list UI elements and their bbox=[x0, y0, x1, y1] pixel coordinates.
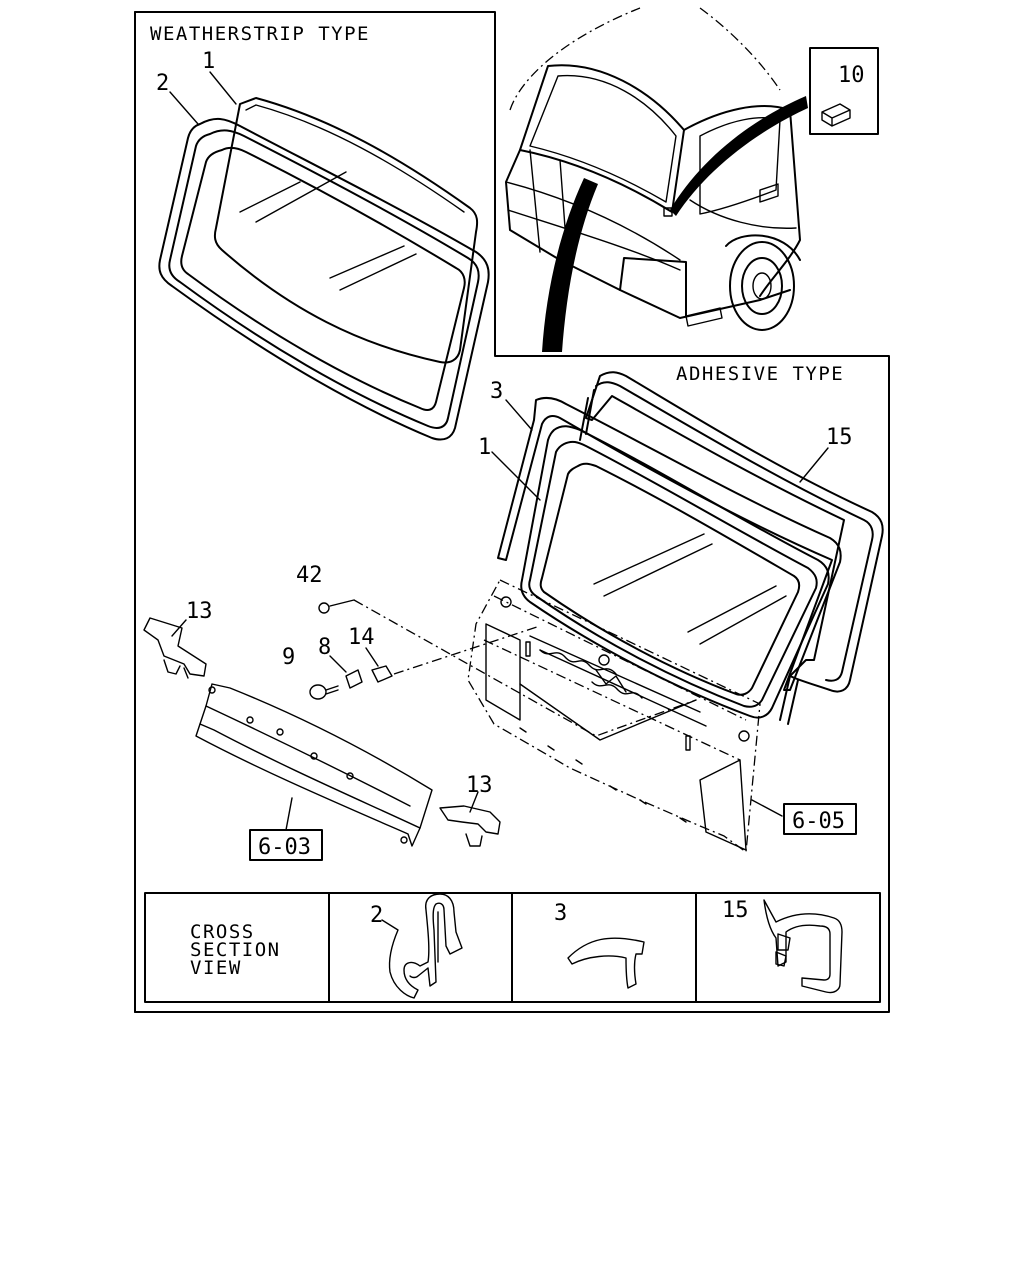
callout-9: 9 bbox=[282, 645, 295, 670]
screw-9 bbox=[309, 684, 339, 700]
ref-6-03-leader bbox=[285, 797, 293, 831]
part-10-box bbox=[809, 47, 879, 135]
truck-cab-illustration bbox=[505, 7, 808, 352]
callout-15-molding: 15 bbox=[826, 425, 853, 450]
adhesive-glass-1 bbox=[520, 425, 830, 719]
callout-3-dam: 3 bbox=[490, 379, 503, 404]
callout-14: 14 bbox=[348, 625, 375, 650]
callout-13-right: 13 bbox=[466, 773, 493, 798]
part-10-reference-pointer bbox=[670, 96, 808, 216]
callout-2-weatherstrip: 2 bbox=[156, 71, 169, 96]
cross-section-profile-15 bbox=[763, 899, 843, 994]
callout-1-adhesive-glass: 1 bbox=[478, 435, 491, 460]
cross-section-label-15: 15 bbox=[722, 898, 749, 923]
callout-8: 8 bbox=[318, 635, 331, 660]
clip-14 bbox=[365, 625, 541, 683]
callout-13-left: 13 bbox=[186, 599, 213, 624]
ref-6-05-box bbox=[783, 803, 857, 835]
callout-10: 10 bbox=[838, 63, 865, 88]
cross-section-profile-3 bbox=[567, 937, 645, 989]
cross-section-title-line2: SECTION bbox=[190, 939, 281, 961]
weatherstrip-glass bbox=[213, 97, 479, 364]
outer-frame bbox=[134, 11, 890, 1013]
bracket-13-left bbox=[143, 617, 207, 679]
adhesive-dam-3 bbox=[497, 396, 842, 691]
cross-section-profile-2 bbox=[381, 893, 463, 999]
weatherstrip-seal bbox=[158, 118, 490, 441]
weatherstrip-type-title: WEATHERSTRIP TYPE bbox=[150, 23, 370, 45]
ref-6-05-label: 6-05 bbox=[792, 809, 845, 834]
cross-section-label-2: 2 bbox=[370, 903, 383, 928]
cross-section-table bbox=[144, 892, 881, 1003]
adhesive-type-title: ADHESIVE TYPE bbox=[676, 363, 844, 385]
adhesive-leaders bbox=[491, 399, 829, 501]
cross-section-title-line1: CROSS bbox=[190, 921, 255, 943]
clip-42 bbox=[318, 599, 697, 737]
adhesive-molding-15 bbox=[579, 371, 884, 725]
lower-panel-6-03 bbox=[195, 683, 433, 847]
weatherstrip-leaders bbox=[169, 71, 237, 125]
cross-section-label-3: 3 bbox=[554, 901, 567, 926]
ref-6-05-leader bbox=[751, 799, 783, 817]
front-panel-6-05 bbox=[467, 579, 761, 854]
nut-8 bbox=[329, 655, 363, 689]
windshield-reference-pointer bbox=[542, 178, 598, 352]
bracket-13-right bbox=[439, 791, 501, 847]
cross-section-title-line3: VIEW bbox=[190, 957, 242, 979]
ref-6-03-box bbox=[249, 829, 323, 861]
ref-6-03-label: 6-03 bbox=[258, 835, 311, 860]
callout-1-glass: 1 bbox=[202, 49, 215, 74]
callout-42: 42 bbox=[296, 563, 323, 588]
